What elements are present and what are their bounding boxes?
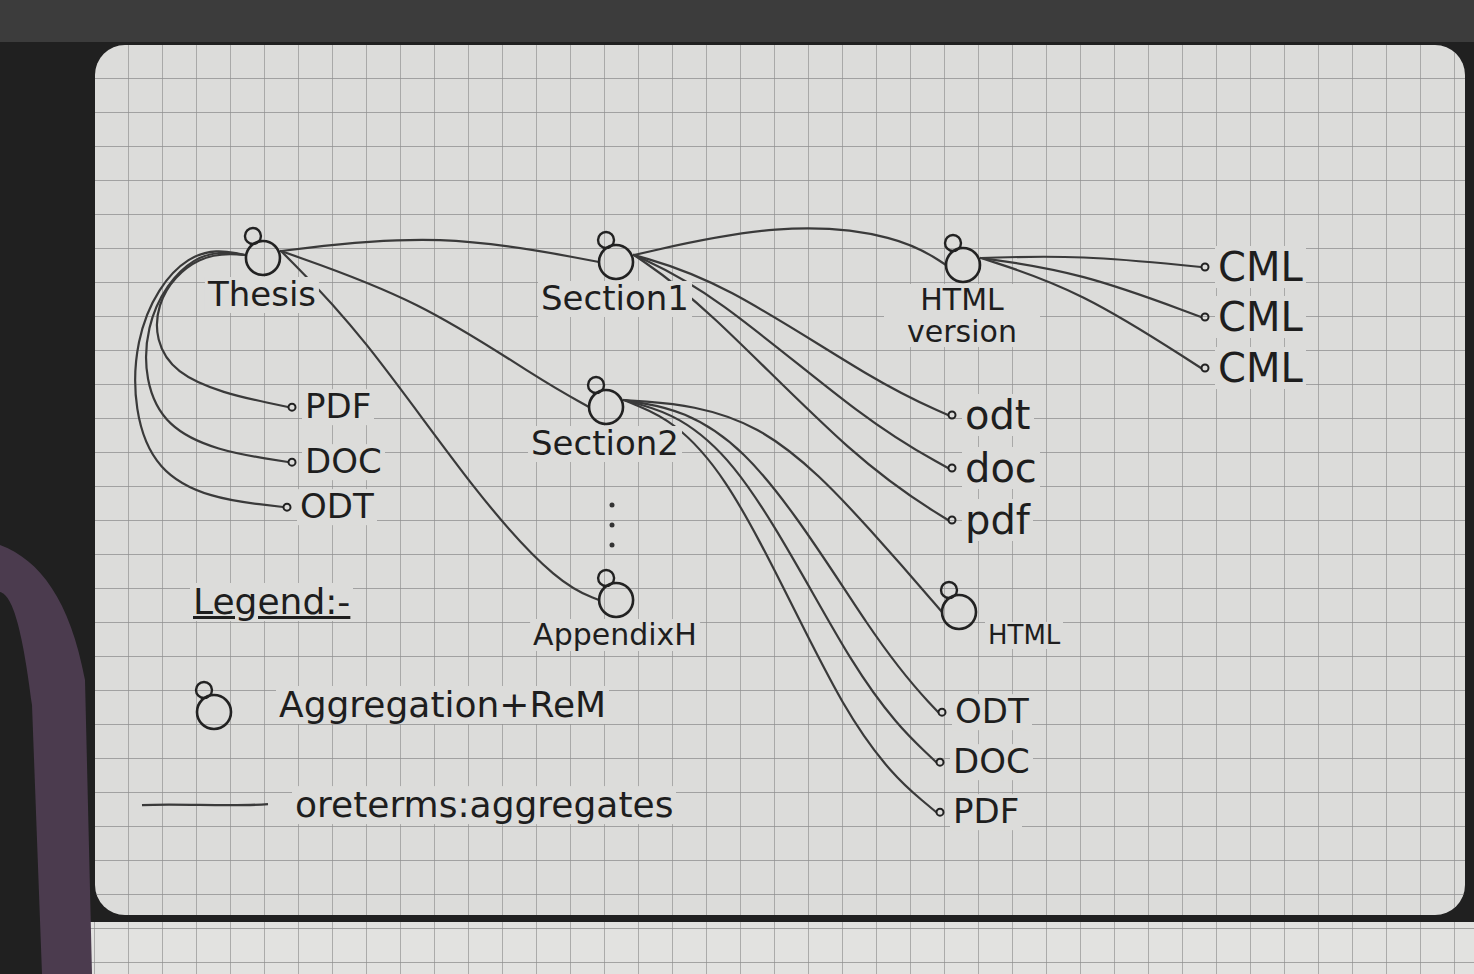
aggregates-line bbox=[281, 251, 589, 407]
aggregation-icon bbox=[592, 567, 638, 619]
resource-node: doc bbox=[946, 447, 1040, 489]
aggregation-node: HTML bbox=[935, 579, 1063, 631]
resource-dot bbox=[1199, 261, 1211, 273]
resource-node: odt bbox=[946, 394, 1034, 436]
node-label: HTML version bbox=[884, 284, 1040, 347]
aggregation-node: Thesis bbox=[205, 225, 319, 313]
resource-node: PDF bbox=[934, 794, 1022, 830]
node-label: doc bbox=[962, 447, 1040, 489]
aggregation-icon bbox=[239, 225, 285, 277]
legend-text: oreterms:aggregates bbox=[292, 786, 676, 824]
resource-node: CML bbox=[1199, 246, 1306, 288]
aggregation-icon bbox=[582, 374, 628, 426]
resource-dot bbox=[281, 501, 293, 513]
resource-dot bbox=[286, 401, 298, 413]
page-grid bbox=[95, 45, 1465, 915]
node-label: pdf bbox=[962, 499, 1033, 541]
resource-dot bbox=[286, 456, 298, 468]
aggregation-node: HTML version bbox=[884, 232, 1040, 347]
bookmark-ribbon bbox=[0, 545, 92, 974]
node-label: CML bbox=[1215, 246, 1306, 288]
ellipsis-dots bbox=[610, 503, 615, 548]
resource-dot bbox=[946, 514, 958, 526]
resource-node: pdf bbox=[946, 499, 1033, 541]
resource-node: DOC bbox=[934, 744, 1033, 780]
aggregation-node: AppendixH bbox=[530, 567, 700, 651]
node-label: CML bbox=[1215, 347, 1306, 389]
node-label: Thesis bbox=[205, 277, 319, 313]
resource-dot bbox=[1199, 362, 1211, 374]
resource-dot bbox=[1199, 311, 1211, 323]
resource-node: CML bbox=[1199, 296, 1306, 338]
legend-line-sample bbox=[140, 795, 270, 815]
aggregation-icon bbox=[939, 232, 985, 284]
node-label: AppendixH bbox=[530, 619, 700, 651]
next-page bbox=[80, 922, 1474, 974]
node-label: Section1 bbox=[538, 281, 692, 317]
node-label: Section2 bbox=[528, 426, 682, 462]
next-page-grid bbox=[80, 922, 1474, 974]
aggregation-icon bbox=[592, 229, 638, 281]
aggregates-line bbox=[281, 240, 599, 262]
node-label: ODT bbox=[297, 489, 377, 525]
resource-node: PDF bbox=[286, 389, 374, 425]
node-label: PDF bbox=[950, 794, 1022, 830]
node-label: HTML bbox=[985, 622, 1063, 649]
node-label: DOC bbox=[950, 744, 1033, 780]
resource-dot bbox=[934, 756, 946, 768]
legend-heading: Legend:- bbox=[190, 583, 353, 621]
resource-dot bbox=[936, 706, 948, 718]
notebook-page bbox=[95, 45, 1465, 915]
node-label: DOC bbox=[302, 444, 385, 480]
node-label: PDF bbox=[302, 389, 374, 425]
photo-top bbox=[0, 0, 1474, 42]
node-label: odt bbox=[962, 394, 1034, 436]
aggregation-node: Section2 bbox=[528, 374, 682, 462]
aggregates-line bbox=[634, 229, 946, 265]
legend-text: Aggregation+ReM bbox=[276, 686, 609, 724]
aggregates-line bbox=[624, 400, 936, 812]
resource-dot bbox=[946, 409, 958, 421]
resource-dot bbox=[934, 806, 946, 818]
node-label: ODT bbox=[952, 694, 1032, 730]
aggregation-node: Section1 bbox=[538, 229, 692, 317]
legend-row: Aggregation+ReM bbox=[190, 679, 609, 731]
aggregation-icon bbox=[935, 579, 981, 631]
resource-node: ODT bbox=[281, 489, 377, 525]
resource-node: CML bbox=[1199, 347, 1306, 389]
legend-row: oreterms:aggregates bbox=[140, 786, 676, 824]
resource-dot bbox=[946, 462, 958, 474]
node-label: CML bbox=[1215, 296, 1306, 338]
legend-aggregation-symbol bbox=[190, 679, 236, 731]
resource-node: ODT bbox=[936, 694, 1032, 730]
resource-node: DOC bbox=[286, 444, 385, 480]
